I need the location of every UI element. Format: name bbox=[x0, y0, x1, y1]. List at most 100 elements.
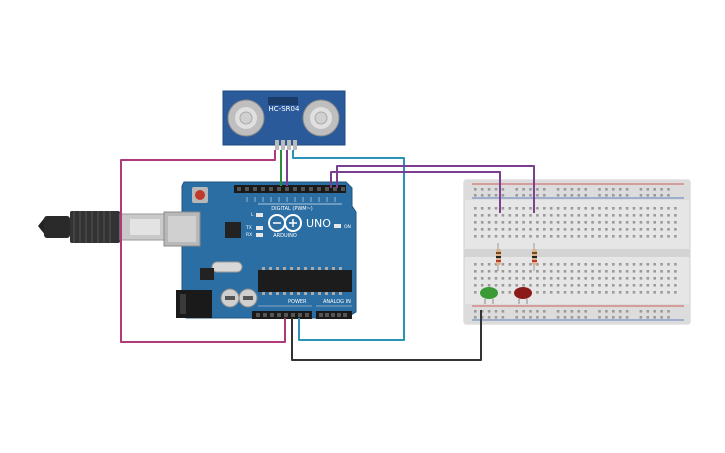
breadboard-hole[interactable] bbox=[515, 235, 518, 238]
breadboard-hole[interactable] bbox=[515, 316, 518, 319]
breadboard-hole[interactable] bbox=[632, 277, 636, 280]
breadboard-hole[interactable] bbox=[536, 221, 539, 224]
breadboard-hole[interactable] bbox=[536, 270, 539, 273]
breadboard-hole[interactable] bbox=[536, 228, 539, 231]
breadboard-hole[interactable] bbox=[563, 228, 567, 231]
breadboard-hole[interactable] bbox=[577, 291, 581, 294]
breadboard-hole[interactable] bbox=[598, 310, 601, 313]
breadboard-hole[interactable] bbox=[674, 291, 677, 294]
breadboard-hole[interactable] bbox=[639, 316, 643, 319]
breadboard-hole[interactable] bbox=[549, 207, 553, 210]
breadboard-hole[interactable] bbox=[543, 284, 546, 287]
breadboard-hole[interactable] bbox=[598, 221, 601, 224]
breadboard-hole[interactable] bbox=[529, 270, 532, 273]
breadboard-hole[interactable] bbox=[667, 284, 670, 287]
breadboard-hole[interactable] bbox=[508, 277, 512, 280]
breadboard-hole[interactable] bbox=[474, 291, 477, 294]
breadboard-hole[interactable] bbox=[515, 207, 518, 210]
breadboard-hole[interactable] bbox=[474, 207, 477, 210]
breadboard-hole[interactable] bbox=[605, 214, 608, 217]
breadboard-hole[interactable] bbox=[618, 188, 622, 191]
breadboard-hole[interactable] bbox=[653, 194, 656, 197]
breadboard-hole[interactable] bbox=[501, 228, 505, 231]
breadboard-hole[interactable] bbox=[487, 214, 491, 217]
breadboard-hole[interactable] bbox=[612, 207, 615, 210]
breadboard-hole[interactable] bbox=[549, 291, 553, 294]
breadboard-hole[interactable] bbox=[577, 221, 581, 224]
breadboard-hole[interactable] bbox=[543, 194, 546, 197]
breadboard-hole[interactable] bbox=[529, 263, 532, 266]
breadboard-hole[interactable] bbox=[529, 235, 532, 238]
breadboard-hole[interactable] bbox=[480, 270, 484, 273]
breadboard-hole[interactable] bbox=[474, 214, 477, 217]
breadboard-hole[interactable] bbox=[646, 228, 650, 231]
breadboard-hole[interactable] bbox=[653, 310, 656, 313]
breadboard-hole[interactable] bbox=[494, 214, 498, 217]
breadboard-hole[interactable] bbox=[667, 263, 670, 266]
breadboard-hole[interactable] bbox=[625, 235, 629, 238]
breadboard-hole[interactable] bbox=[674, 235, 677, 238]
breadboard-hole[interactable] bbox=[556, 291, 560, 294]
breadboard-hole[interactable] bbox=[605, 284, 608, 287]
breadboard-hole[interactable] bbox=[584, 284, 587, 287]
breadboard-hole[interactable] bbox=[646, 188, 650, 191]
breadboard-hole[interactable] bbox=[598, 194, 601, 197]
breadboard-hole[interactable] bbox=[591, 235, 594, 238]
green-led[interactable] bbox=[480, 287, 498, 304]
breadboard-hole[interactable] bbox=[480, 214, 484, 217]
breadboard-hole[interactable] bbox=[625, 263, 629, 266]
breadboard-hole[interactable] bbox=[618, 310, 622, 313]
breadboard-hole[interactable] bbox=[577, 270, 581, 273]
breadboard-hole[interactable] bbox=[598, 270, 601, 273]
breadboard-hole[interactable] bbox=[543, 310, 546, 313]
breadboard-hole[interactable] bbox=[515, 270, 518, 273]
breadboard-hole[interactable] bbox=[667, 277, 670, 280]
breadboard-hole[interactable] bbox=[508, 284, 512, 287]
breadboard-hole[interactable] bbox=[618, 291, 622, 294]
breadboard-hole[interactable] bbox=[660, 284, 663, 287]
breadboard-hole[interactable] bbox=[529, 221, 532, 224]
breadboard-hole[interactable] bbox=[612, 194, 615, 197]
breadboard-hole[interactable] bbox=[667, 194, 670, 197]
breadboard-hole[interactable] bbox=[598, 316, 601, 319]
breadboard-hole[interactable] bbox=[646, 263, 650, 266]
breadboard-hole[interactable] bbox=[556, 277, 560, 280]
breadboard-hole[interactable] bbox=[653, 284, 656, 287]
breadboard-hole[interactable] bbox=[474, 270, 477, 273]
red-led[interactable] bbox=[514, 287, 532, 304]
breadboard-hole[interactable] bbox=[584, 188, 587, 191]
breadboard-hole[interactable] bbox=[653, 263, 656, 266]
breadboard-hole[interactable] bbox=[660, 310, 663, 313]
breadboard-hole[interactable] bbox=[660, 263, 663, 266]
breadboard-hole[interactable] bbox=[549, 284, 553, 287]
breadboard-hole[interactable] bbox=[605, 228, 608, 231]
breadboard-hole[interactable] bbox=[577, 194, 581, 197]
breadboard-hole[interactable] bbox=[591, 214, 594, 217]
breadboard-hole[interactable] bbox=[632, 263, 636, 266]
breadboard-hole[interactable] bbox=[653, 316, 656, 319]
breadboard-hole[interactable] bbox=[653, 277, 656, 280]
breadboard-hole[interactable] bbox=[618, 263, 622, 266]
breadboard-hole[interactable] bbox=[487, 316, 491, 319]
breadboard-hole[interactable] bbox=[632, 207, 636, 210]
breadboard-hole[interactable] bbox=[577, 207, 581, 210]
breadboard-hole[interactable] bbox=[508, 235, 512, 238]
breadboard-hole[interactable] bbox=[674, 270, 677, 273]
breadboard-hole[interactable] bbox=[625, 316, 629, 319]
breadboard-hole[interactable] bbox=[522, 194, 525, 197]
breadboard-hole[interactable] bbox=[474, 277, 477, 280]
breadboard-hole[interactable] bbox=[612, 228, 615, 231]
breadboard-hole[interactable] bbox=[646, 310, 650, 313]
breadboard-hole[interactable] bbox=[536, 194, 539, 197]
breadboard-hole[interactable] bbox=[584, 263, 587, 266]
breadboard-hole[interactable] bbox=[536, 291, 539, 294]
breadboard-hole[interactable] bbox=[625, 310, 629, 313]
breadboard-hole[interactable] bbox=[522, 221, 525, 224]
breadboard-hole[interactable] bbox=[543, 207, 546, 210]
breadboard-hole[interactable] bbox=[577, 228, 581, 231]
breadboard-hole[interactable] bbox=[646, 214, 650, 217]
breadboard-hole[interactable] bbox=[632, 270, 636, 273]
breadboard-hole[interactable] bbox=[584, 316, 587, 319]
breadboard-hole[interactable] bbox=[584, 214, 587, 217]
breadboard-hole[interactable] bbox=[667, 291, 670, 294]
